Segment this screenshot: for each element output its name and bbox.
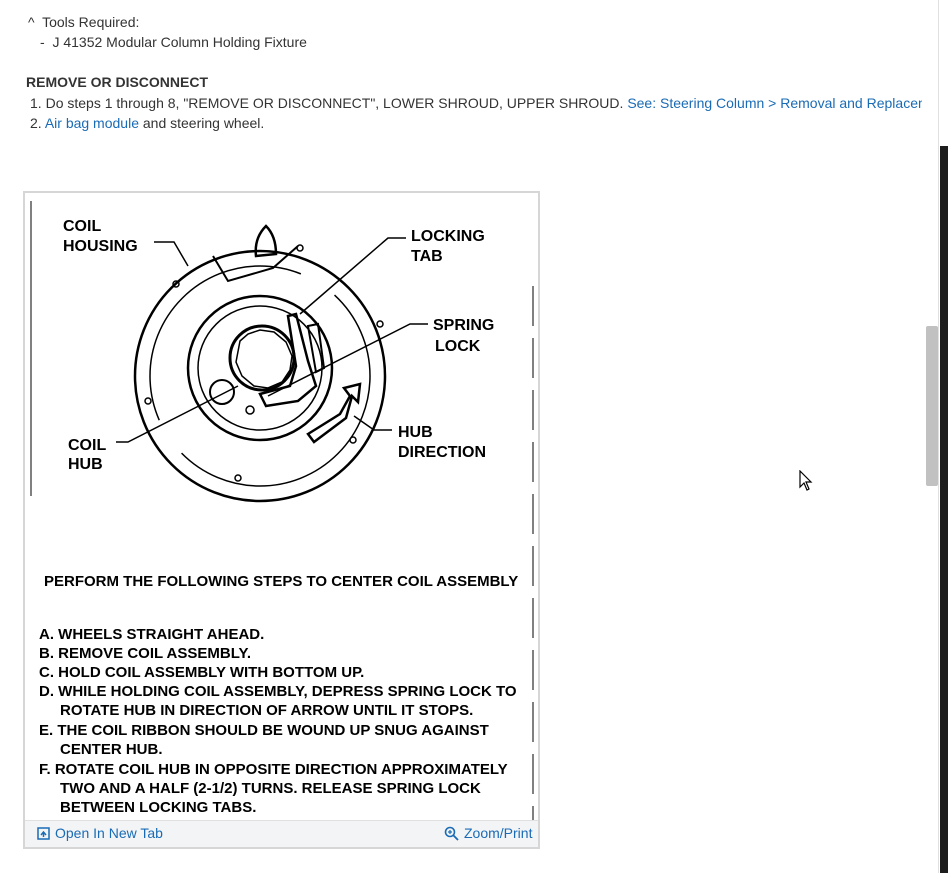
label-coil-2: COIL	[68, 437, 106, 454]
step-b: B. REMOVE COIL ASSEMBLY.	[39, 645, 251, 662]
step-e-line-1: E. THE COIL RIBBON SHOULD BE WOUND UP SN…	[39, 722, 489, 739]
steering-column-link[interactable]: See: Steering Column > Removal and Repla…	[627, 95, 948, 111]
label-lock: LOCK	[435, 338, 481, 355]
coil-assembly-illustration: COIL HOUSING LOCKING TAB SPRING LOCK COI…	[30, 201, 534, 821]
tools-item: - J 41352 Modular Column Holding Fixture	[40, 34, 307, 50]
section-title: REMOVE OR DISCONNECT	[26, 74, 209, 90]
label-spring: SPRING	[433, 317, 494, 334]
label-hub: HUB	[68, 456, 103, 473]
step-d-line-2: ROTATE HUB IN DIRECTION OF ARROW UNTIL I…	[60, 702, 473, 719]
label-coil: COIL	[63, 218, 101, 235]
step-f-line-3: BETWEEN LOCKING TABS.	[60, 799, 256, 816]
label-locking: LOCKING	[411, 228, 485, 245]
mouse-cursor-icon	[799, 470, 813, 491]
step-d-line-1: D. WHILE HOLDING COIL ASSEMBLY, DEPRESS …	[39, 683, 517, 700]
figure-action-bar: Open In New Tab Zoom/Print	[25, 820, 538, 847]
zoom-icon	[444, 826, 459, 841]
coil-assembly-diagram[interactable]: COIL HOUSING LOCKING TAB SPRING LOCK COI…	[28, 196, 537, 821]
instructions-heading: PERFORM THE FOLLOWING STEPS TO CENTER CO…	[44, 573, 518, 590]
step-f-line-1: F. ROTATE COIL HUB IN OPPOSITE DIRECTION…	[39, 761, 508, 778]
label-direction: DIRECTION	[398, 444, 486, 461]
open-new-tab-icon	[37, 826, 50, 840]
label-tab: TAB	[411, 248, 443, 265]
step-f-line-2: TWO AND A HALF (2-1/2) TURNS. RELEASE SP…	[60, 780, 481, 797]
scrollbar-thumb[interactable]	[926, 326, 938, 486]
step-e-line-2: CENTER HUB.	[60, 741, 163, 758]
label-housing: HOUSING	[63, 238, 138, 255]
tools-required-heading: ^ Tools Required:	[28, 14, 140, 30]
step-c: C. HOLD COIL ASSEMBLY WITH BOTTOM UP.	[39, 664, 364, 681]
step-a: A. WHEELS STRAIGHT AHEAD.	[39, 626, 264, 643]
caret-icon: ^	[28, 14, 35, 30]
outer-scrollbar-thumb[interactable]	[940, 146, 948, 873]
open-in-new-tab-button[interactable]: Open In New Tab	[37, 825, 163, 841]
article-content: ^ Tools Required: - J 41352 Modular Colu…	[23, 14, 948, 849]
label-hub-2: HUB	[398, 424, 433, 441]
zoom-print-button[interactable]: Zoom/Print	[444, 825, 532, 841]
step-2: 2. Air bag module and steering wheel.	[30, 115, 265, 131]
air-bag-module-link[interactable]: Air bag module	[44, 115, 139, 131]
scrollbar-divider	[938, 0, 939, 873]
step-1: 1. Do steps 1 through 8, "REMOVE OR DISC…	[30, 95, 948, 111]
figure-container: COIL HOUSING LOCKING TAB SPRING LOCK COI…	[23, 191, 540, 849]
